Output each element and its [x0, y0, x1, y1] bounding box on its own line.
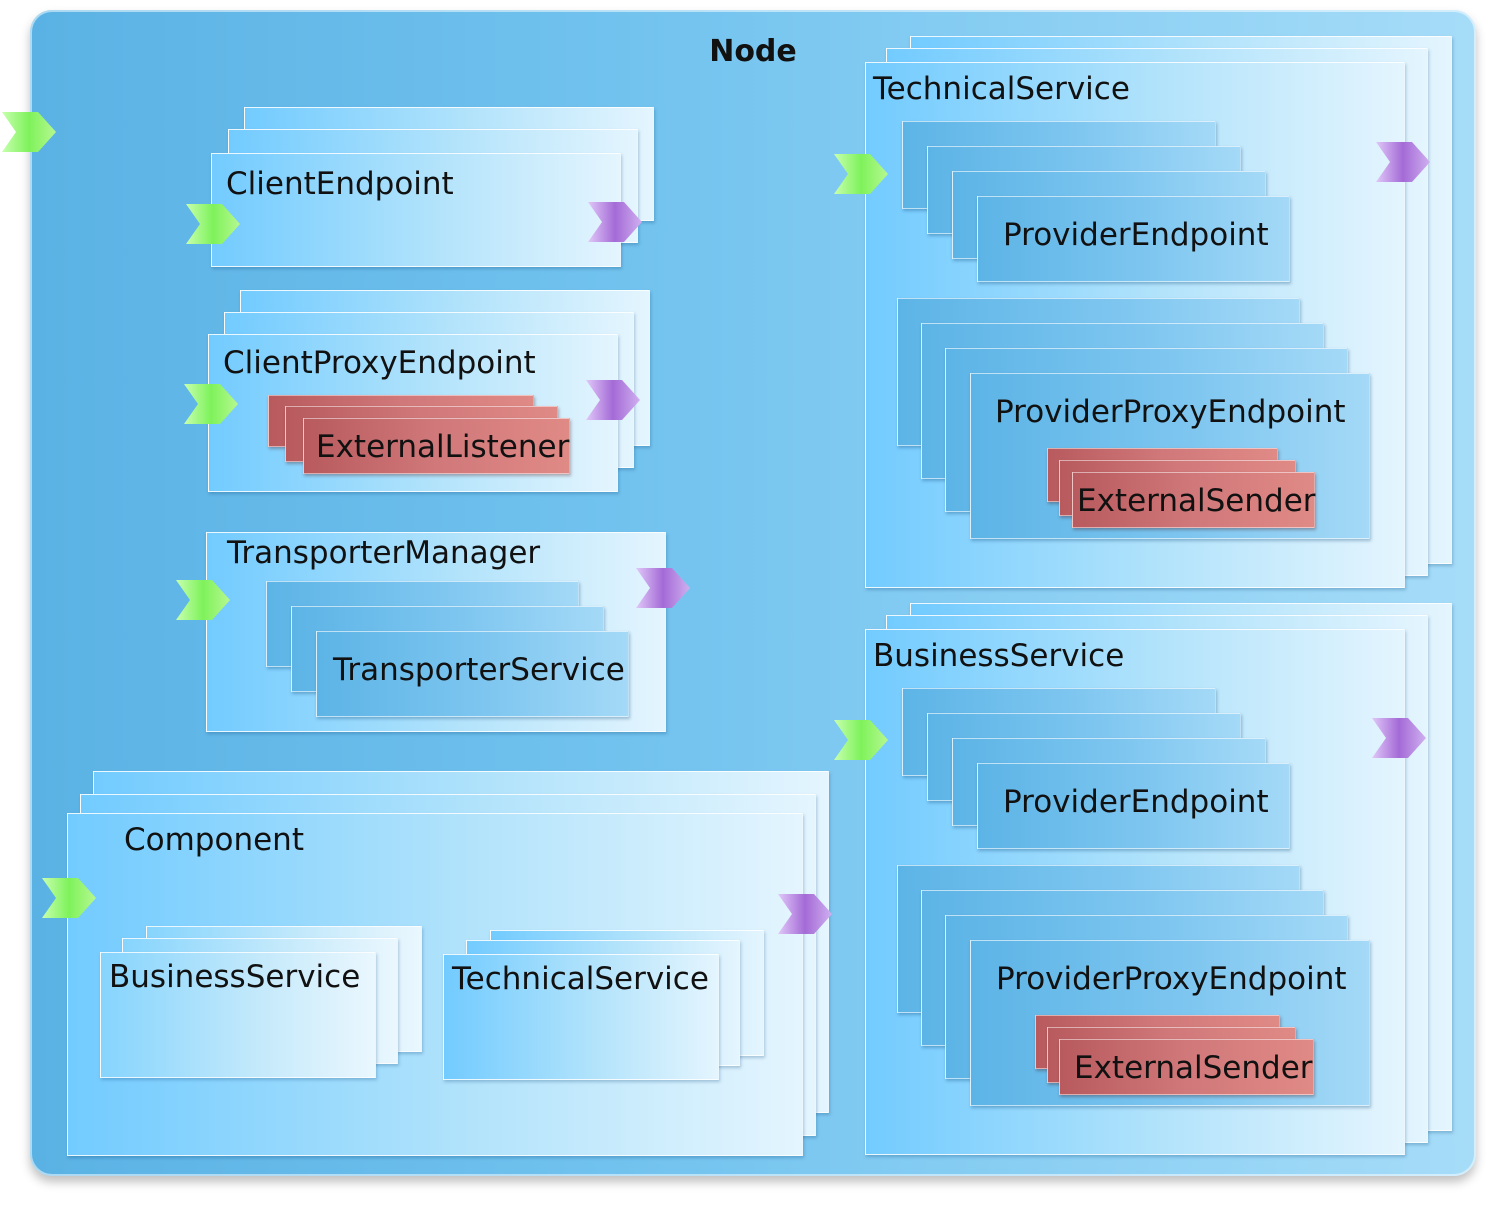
ts-provider-proxy-endpoint-label: ProviderProxyEndpoint: [995, 394, 1346, 430]
client-proxy-output-icon: [586, 380, 640, 420]
client-endpoint-input-icon: [186, 204, 240, 244]
technical-service-label: TechnicalService: [873, 71, 1130, 107]
business-service-label: BusinessService: [873, 638, 1125, 674]
ts-external-sender[interactable]: ExternalSender: [1072, 472, 1316, 528]
transporter-manager-input-icon: [176, 580, 230, 620]
bs-provider-endpoint[interactable]: ProviderEndpoint: [977, 763, 1290, 849]
component-label: Component: [124, 822, 304, 858]
bs-external-sender-label: ExternalSender: [1074, 1050, 1313, 1086]
external-listener[interactable]: ExternalListener: [303, 418, 570, 474]
client-proxy-endpoint-label: ClientProxyEndpoint: [223, 345, 536, 381]
bs-provider-endpoint-label: ProviderEndpoint: [1003, 784, 1269, 820]
component-technical-service[interactable]: TechnicalService: [443, 954, 719, 1080]
client-endpoint-output-icon: [588, 202, 642, 242]
transporter-manager-output-icon: [636, 568, 690, 608]
external-listener-label: ExternalListener: [316, 429, 570, 465]
business-service-output-icon: [1372, 718, 1426, 758]
component-input-icon: [42, 878, 96, 918]
technical-service-output-icon: [1376, 142, 1430, 182]
component-business-service-label: BusinessService: [109, 959, 361, 995]
component-business-service[interactable]: BusinessService: [100, 952, 376, 1078]
business-service-input-icon: [834, 720, 888, 760]
transporter-service[interactable]: TransporterService: [316, 631, 629, 717]
client-endpoint-label: ClientEndpoint: [226, 166, 454, 202]
client-proxy-input-icon: [184, 384, 238, 424]
technical-service-input-icon: [834, 154, 888, 194]
node-title: Node: [709, 34, 797, 69]
bs-provider-proxy-endpoint-label: ProviderProxyEndpoint: [996, 961, 1347, 997]
transporter-manager-label: TransporterManager: [227, 535, 541, 571]
ts-external-sender-label: ExternalSender: [1077, 483, 1316, 519]
ts-provider-endpoint[interactable]: ProviderEndpoint: [977, 196, 1290, 282]
client-endpoint[interactable]: ClientEndpoint: [211, 153, 621, 267]
transporter-service-label: TransporterService: [333, 652, 625, 688]
ts-provider-endpoint-label: ProviderEndpoint: [1003, 217, 1269, 253]
component-technical-service-label: TechnicalService: [452, 961, 709, 997]
component-output-icon: [778, 894, 832, 934]
node-input-port-icon: [2, 112, 56, 152]
bs-external-sender[interactable]: ExternalSender: [1059, 1039, 1314, 1095]
